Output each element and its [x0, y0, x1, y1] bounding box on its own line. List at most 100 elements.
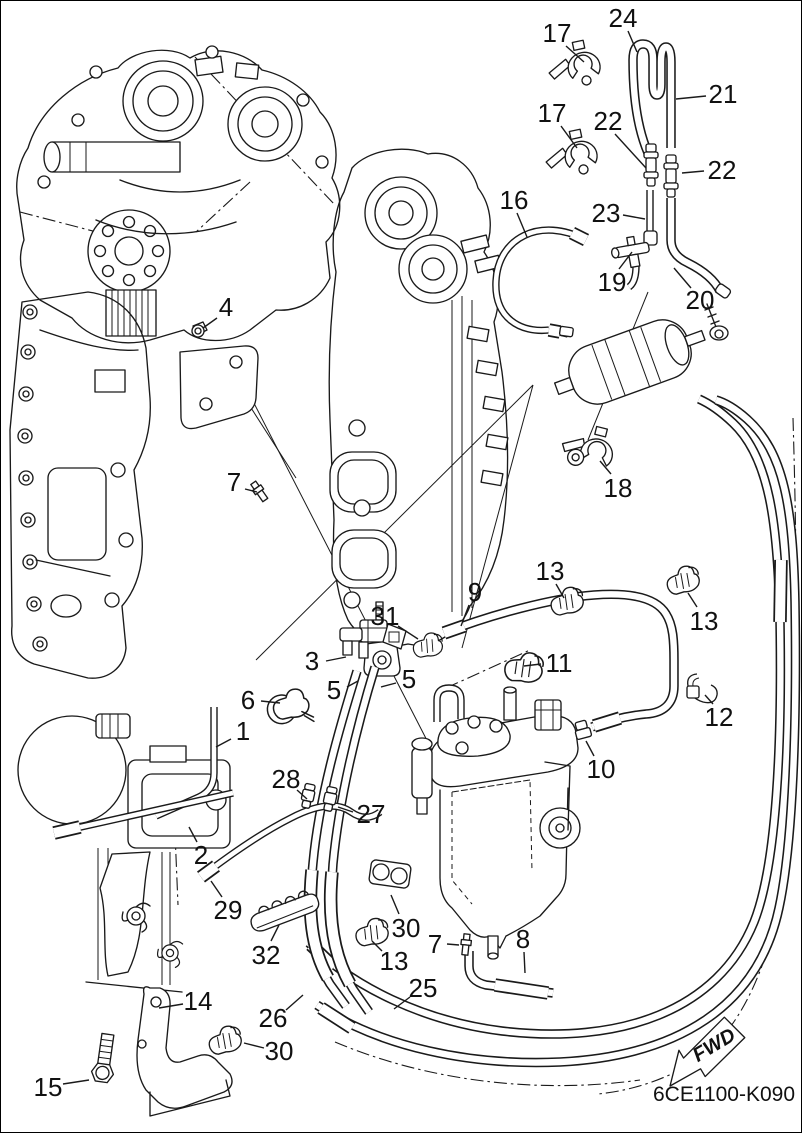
callout-label-7: 7	[428, 929, 442, 959]
fitting-23-cap	[643, 230, 658, 246]
engine-top-powerhead	[16, 45, 341, 344]
clamp-18	[561, 425, 613, 467]
callout-label-24: 24	[609, 3, 638, 33]
callout-leader-13	[371, 940, 383, 952]
callout-leader-25	[393, 996, 411, 1010]
clip-10	[574, 719, 593, 741]
bracket-14-group	[90, 986, 233, 1117]
callout-leader-7	[446, 943, 460, 946]
callout-label-15: 15	[34, 1072, 63, 1102]
callout-leader-15	[62, 1079, 90, 1085]
clip-13-b	[666, 565, 700, 595]
fitting-7-b	[460, 933, 473, 956]
callout-label-10: 10	[587, 754, 616, 784]
callout-label-25: 25	[409, 973, 438, 1003]
fitting-19-t	[611, 235, 650, 269]
callout-label-13: 13	[536, 556, 565, 586]
callout-label-19: 19	[598, 267, 627, 297]
callout-leader-27	[337, 806, 354, 813]
callout-leader-29	[210, 880, 223, 898]
bracket-4	[179, 321, 259, 430]
hoses	[54, 44, 795, 1063]
joint-28-a	[300, 782, 316, 809]
callout-leader-17	[560, 125, 578, 149]
callout-label-28: 28	[272, 764, 301, 794]
callout-leader-13	[687, 592, 698, 608]
bolt-15	[90, 1032, 115, 1084]
callout-label-22: 22	[594, 106, 623, 136]
clamp-17-upper	[548, 39, 601, 86]
callout-leader-4	[202, 317, 218, 329]
callout-leader-14	[158, 1003, 184, 1009]
clamp-30-a	[368, 859, 412, 889]
callout-label-16: 16	[500, 185, 529, 215]
callout-leader-30	[390, 894, 400, 915]
callout-label-11: 11	[546, 648, 573, 678]
callout-leader-19	[618, 251, 633, 270]
callout-label-23: 23	[592, 198, 621, 228]
fittings-and-clamps	[208, 39, 732, 1055]
callout-label-13: 13	[690, 606, 719, 636]
callout-label-5: 5	[327, 675, 341, 705]
clip-13-a	[550, 586, 584, 616]
callout-leader-17	[565, 45, 585, 63]
callout-leader-10	[585, 740, 595, 757]
filter-inlet-nipple	[558, 325, 574, 338]
callout-leader-12	[704, 694, 714, 705]
callout-label-3: 3	[305, 646, 319, 676]
callout-leader-5	[380, 682, 397, 688]
callout-leader-23	[622, 214, 646, 220]
callout-label-30: 30	[265, 1036, 294, 1066]
callout-label-31: 31	[371, 601, 400, 631]
callout-label-27: 27	[357, 799, 386, 829]
clip-13-c	[355, 917, 389, 947]
vapor-separator-tank	[411, 686, 581, 960]
callout-leader-30	[243, 1042, 265, 1049]
callout-leader-11	[523, 663, 542, 667]
callout-leader-16	[516, 212, 528, 238]
callout-leader-22	[681, 170, 705, 174]
engine-crankcase	[9, 291, 151, 679]
clip-12	[686, 673, 718, 704]
callout-leader-26	[285, 994, 304, 1011]
callout-leader-6	[260, 700, 281, 704]
clamp-17-lower	[545, 128, 598, 175]
callout-label-8: 8	[516, 924, 530, 954]
engine-cylinder-bank	[328, 148, 509, 677]
callout-label-30: 30	[392, 913, 421, 943]
fitting-20-bolt	[704, 283, 732, 341]
hose-sleeves	[52, 226, 788, 1034]
callout-label-12: 12	[705, 702, 734, 732]
fwd-arrow: FWD	[669, 1016, 746, 1087]
fuel-filter	[553, 319, 706, 405]
callout-leader-24	[627, 30, 638, 53]
callout-label-9: 9	[468, 577, 482, 607]
fitting-22-a	[643, 143, 659, 187]
callout-leader-2	[188, 826, 198, 843]
callout-label-2: 2	[194, 840, 208, 870]
clip-11	[504, 652, 544, 683]
callout-label-14: 14	[184, 986, 213, 1016]
grommet-32	[250, 890, 320, 932]
callout-leader-31	[397, 625, 419, 640]
callout-label-4: 4	[219, 292, 233, 322]
callout-label-1: 1	[236, 716, 250, 746]
valve-3	[339, 601, 407, 659]
callout-leader-32	[270, 924, 280, 942]
clip-30-b	[208, 1025, 242, 1055]
callout-leader-18	[599, 460, 612, 475]
callout-label-21: 21	[709, 79, 738, 109]
callout-leader-7	[244, 488, 258, 493]
callout-leader-5	[346, 680, 359, 688]
callout-leader-22	[614, 133, 647, 169]
callout-label-29: 29	[214, 895, 243, 925]
callout-label-26: 26	[259, 1003, 288, 1033]
callout-leader-8	[523, 951, 526, 974]
callout-label-17: 17	[538, 98, 567, 128]
clip-31	[412, 632, 444, 658]
callout-label-20: 20	[686, 285, 715, 315]
callout-leader-28	[296, 789, 308, 800]
